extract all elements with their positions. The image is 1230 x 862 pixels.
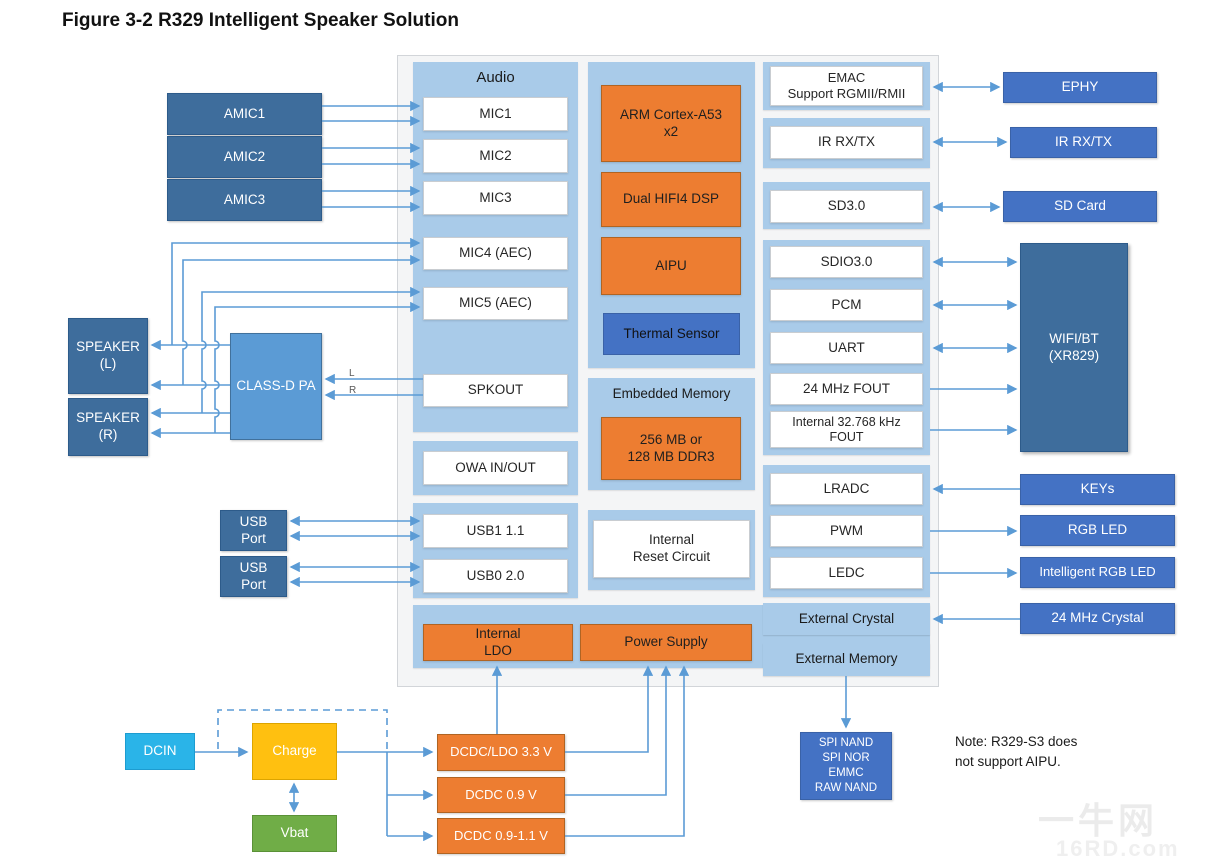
flash-options-block: SPI NAND SPI NOR EMMC RAW NAND — [800, 732, 892, 800]
internal-reset-block: Internal Reset Circuit — [593, 520, 750, 578]
lradc-block: LRADC — [770, 473, 923, 505]
mic4-aec-block: MIC4 (AEC) — [423, 237, 568, 270]
sd3-block: SD3.0 — [770, 190, 923, 223]
ir-ext-block: IR RX/TX — [1010, 127, 1157, 158]
mic5-aec-block: MIC5 (AEC) — [423, 287, 568, 320]
fout24-block: 24 MHz FOUT — [770, 373, 923, 405]
emac-block: EMAC Support RGMII/RMII — [770, 66, 923, 106]
amic3-block: AMIC3 — [167, 179, 322, 221]
thermal-sensor-block: Thermal Sensor — [603, 313, 740, 355]
arm-cortex-block: ARM Cortex-A53 x2 — [601, 85, 741, 162]
amic1-block: AMIC1 — [167, 93, 322, 135]
watermark-url: 16RD.com — [1056, 836, 1180, 861]
pcm-block: PCM — [770, 289, 923, 321]
ddr3-block: 256 MB or 128 MB DDR3 — [601, 417, 741, 480]
audio-header: Audio — [476, 69, 515, 86]
power-supply-block: Power Supply — [580, 624, 752, 661]
ir-block: IR RX/TX — [770, 126, 923, 159]
watermark-cjk: 一牛网 — [1038, 800, 1159, 841]
dcdc-09-block: DCDC 0.9 V — [437, 777, 565, 813]
mic1-block: MIC1 — [423, 97, 568, 131]
usb1-block: USB1 1.1 — [423, 514, 568, 548]
dcdc-09-11-block: DCDC 0.9-1.1 V — [437, 818, 565, 854]
usb-port2-block: USB Port — [220, 556, 287, 597]
external-crystal-block: External Crystal — [763, 603, 930, 635]
usb0-block: USB0 2.0 — [423, 559, 568, 593]
dcin-block: DCIN — [125, 733, 195, 770]
speaker-r-block: SPEAKER (R) — [68, 398, 148, 456]
aipu-block: AIPU — [601, 237, 741, 295]
usb-port1-block: USB Port — [220, 510, 287, 551]
rgb-led-block: RGB LED — [1020, 515, 1175, 546]
external-memory-block: External Memory — [763, 643, 930, 676]
mic3-block: MIC3 — [423, 181, 568, 215]
wifi-bt-block: WIFI/BT (XR829) — [1020, 243, 1128, 452]
mic2-block: MIC2 — [423, 139, 568, 173]
memory-header: Embedded Memory — [612, 386, 731, 401]
owa-block: OWA IN/OUT — [423, 451, 568, 485]
hifi4-dsp-block: Dual HIFI4 DSP — [601, 172, 741, 227]
figure-title: Figure 3-2 R329 Intelligent Speaker Solu… — [62, 10, 459, 31]
amic2-block: AMIC2 — [167, 136, 322, 178]
vbat-block: Vbat — [252, 815, 337, 852]
sd-card-block: SD Card — [1003, 191, 1157, 222]
spkout-block: SPKOUT — [423, 374, 568, 407]
pwm-block: PWM — [770, 515, 923, 547]
ledc-block: LEDC — [770, 557, 923, 589]
sdio-block: SDIO3.0 — [770, 246, 923, 278]
dcdc-ldo-33-block: DCDC/LDO 3.3 V — [437, 734, 565, 771]
wire-label-left: L — [349, 368, 355, 379]
note-text: Note: R329-S3 does not support AIPU. — [955, 734, 1078, 770]
speaker-l-block: SPEAKER (L) — [68, 318, 148, 394]
keys-block: KEYs — [1020, 474, 1175, 505]
uart-block: UART — [770, 332, 923, 364]
pa-to-speaker-wires — [150, 339, 230, 439]
internal-ldo-block: Internal LDO — [423, 624, 573, 661]
crystal-24mhz-block: 24 MHz Crystal — [1020, 603, 1175, 634]
wire-label-right: R — [349, 385, 357, 396]
class-d-pa-block: CLASS-D PA — [230, 333, 322, 440]
charge-block: Charge — [252, 723, 337, 780]
intelligent-rgb-led-block: Intelligent RGB LED — [1020, 557, 1175, 588]
fout32-block: Internal 32.768 kHz FOUT — [770, 411, 923, 448]
ephy-block: EPHY — [1003, 72, 1157, 103]
